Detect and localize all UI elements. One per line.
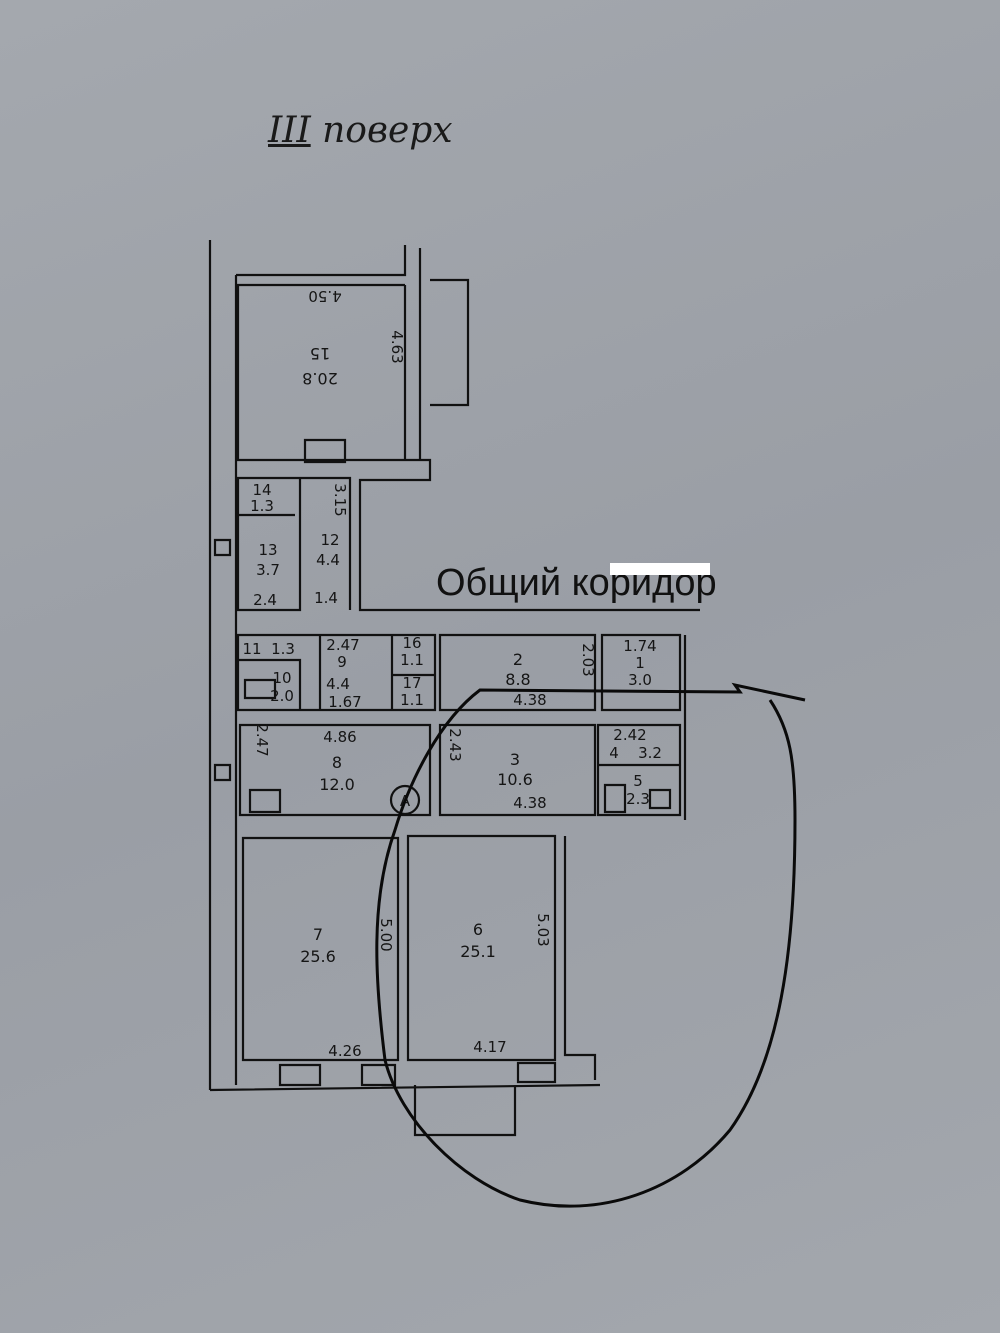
svg-text:2.03: 2.03: [579, 643, 597, 676]
room-6: 6 25.1 4.17 5.03: [460, 913, 552, 1056]
svg-text:1.1: 1.1: [400, 691, 424, 709]
room-17: 17 1.1: [400, 674, 424, 709]
svg-text:7: 7: [313, 925, 323, 944]
svg-text:3: 3: [510, 750, 520, 769]
svg-text:12: 12: [320, 531, 339, 549]
svg-text:3.2: 3.2: [638, 744, 662, 762]
svg-text:8.8: 8.8: [505, 670, 530, 689]
svg-text:2.0: 2.0: [270, 687, 294, 705]
room-12: 12 4.4 3.15 1.4: [314, 483, 349, 607]
room-10: 10 2.0: [270, 669, 294, 705]
svg-text:14: 14: [252, 481, 271, 499]
room-5: 5 2.3: [626, 772, 650, 808]
svg-text:25.6: 25.6: [300, 947, 336, 966]
svg-text:16: 16: [402, 634, 421, 652]
svg-text:2: 2: [513, 650, 523, 669]
svg-text:12.0: 12.0: [319, 775, 355, 794]
svg-text:17: 17: [402, 674, 421, 692]
svg-text:3.15: 3.15: [331, 483, 349, 516]
svg-text:8: 8: [332, 753, 342, 772]
walls: [208, 240, 700, 1137]
room-4: 2.42 4 3.2: [609, 726, 662, 762]
svg-text:6: 6: [473, 920, 483, 939]
apartment-outline: [375, 682, 806, 1208]
redaction-bar: [610, 563, 710, 575]
svg-text:11: 11: [242, 640, 261, 658]
svg-text:10: 10: [272, 669, 291, 687]
svg-text:1.3: 1.3: [271, 640, 295, 658]
svg-text:2.4: 2.4: [253, 591, 277, 609]
room-14: 14 1.3: [250, 481, 274, 515]
svg-text:2.47: 2.47: [326, 636, 359, 654]
svg-text:3.0: 3.0: [628, 671, 652, 689]
room-7: 7 25.6 4.26 5.00: [300, 918, 395, 1060]
svg-text:4.4: 4.4: [326, 675, 350, 693]
svg-text:4.63: 4.63: [388, 330, 406, 363]
svg-text:2.3: 2.3: [626, 790, 650, 808]
svg-text:4.50: 4.50: [308, 287, 341, 305]
svg-text:1.1: 1.1: [400, 651, 424, 669]
floor-word: поверх: [322, 110, 453, 151]
svg-text:5.03: 5.03: [534, 913, 552, 946]
svg-text:1.67: 1.67: [328, 693, 361, 711]
svg-text:1.3: 1.3: [250, 497, 274, 515]
svg-text:3.7: 3.7: [256, 561, 280, 579]
svg-text:20.8: 20.8: [302, 369, 338, 388]
svg-text:9: 9: [337, 653, 347, 671]
room-3: 3 10.6 4.38 2.43: [446, 728, 547, 812]
svg-text:4.26: 4.26: [328, 1042, 361, 1060]
svg-text:4: 4: [609, 744, 619, 762]
svg-text:4.86: 4.86: [323, 728, 356, 746]
room-9: 2.47 9 4.4 1.67: [326, 636, 362, 711]
room-15: 4.50 15 20.8 4.63: [302, 287, 406, 388]
svg-text:4.4: 4.4: [316, 551, 340, 569]
svg-text:5.00: 5.00: [377, 918, 395, 951]
svg-text:15: 15: [310, 344, 330, 363]
marker-circle: [389, 784, 421, 816]
svg-text:10.6: 10.6: [497, 770, 533, 789]
svg-text:1: 1: [635, 654, 645, 672]
floor-title: III поверх: [268, 110, 453, 151]
svg-text:13: 13: [258, 541, 277, 559]
svg-text:25.1: 25.1: [460, 942, 496, 961]
svg-text:2.43: 2.43: [446, 728, 464, 761]
svg-text:1.74: 1.74: [623, 637, 656, 655]
svg-text:1.4: 1.4: [314, 589, 338, 607]
svg-text:2.47: 2.47: [253, 723, 271, 756]
svg-text:4.17: 4.17: [473, 1038, 506, 1056]
room-1: 1.74 1 3.0: [623, 637, 656, 689]
room-2: 2 8.8 4.38 2.03: [505, 643, 597, 709]
svg-text:4.38: 4.38: [513, 794, 546, 812]
svg-text:4.38: 4.38: [513, 691, 546, 709]
room-11: 11 1.3: [242, 640, 294, 658]
room-8: 4.86 8 12.0 2.47: [253, 723, 357, 794]
room-16: 16 1.1: [400, 634, 424, 669]
floor-number: III: [268, 110, 311, 151]
svg-text:2.42: 2.42: [613, 726, 646, 744]
room-13: 13 3.7 2.4: [253, 541, 280, 609]
svg-text:5: 5: [633, 772, 643, 790]
